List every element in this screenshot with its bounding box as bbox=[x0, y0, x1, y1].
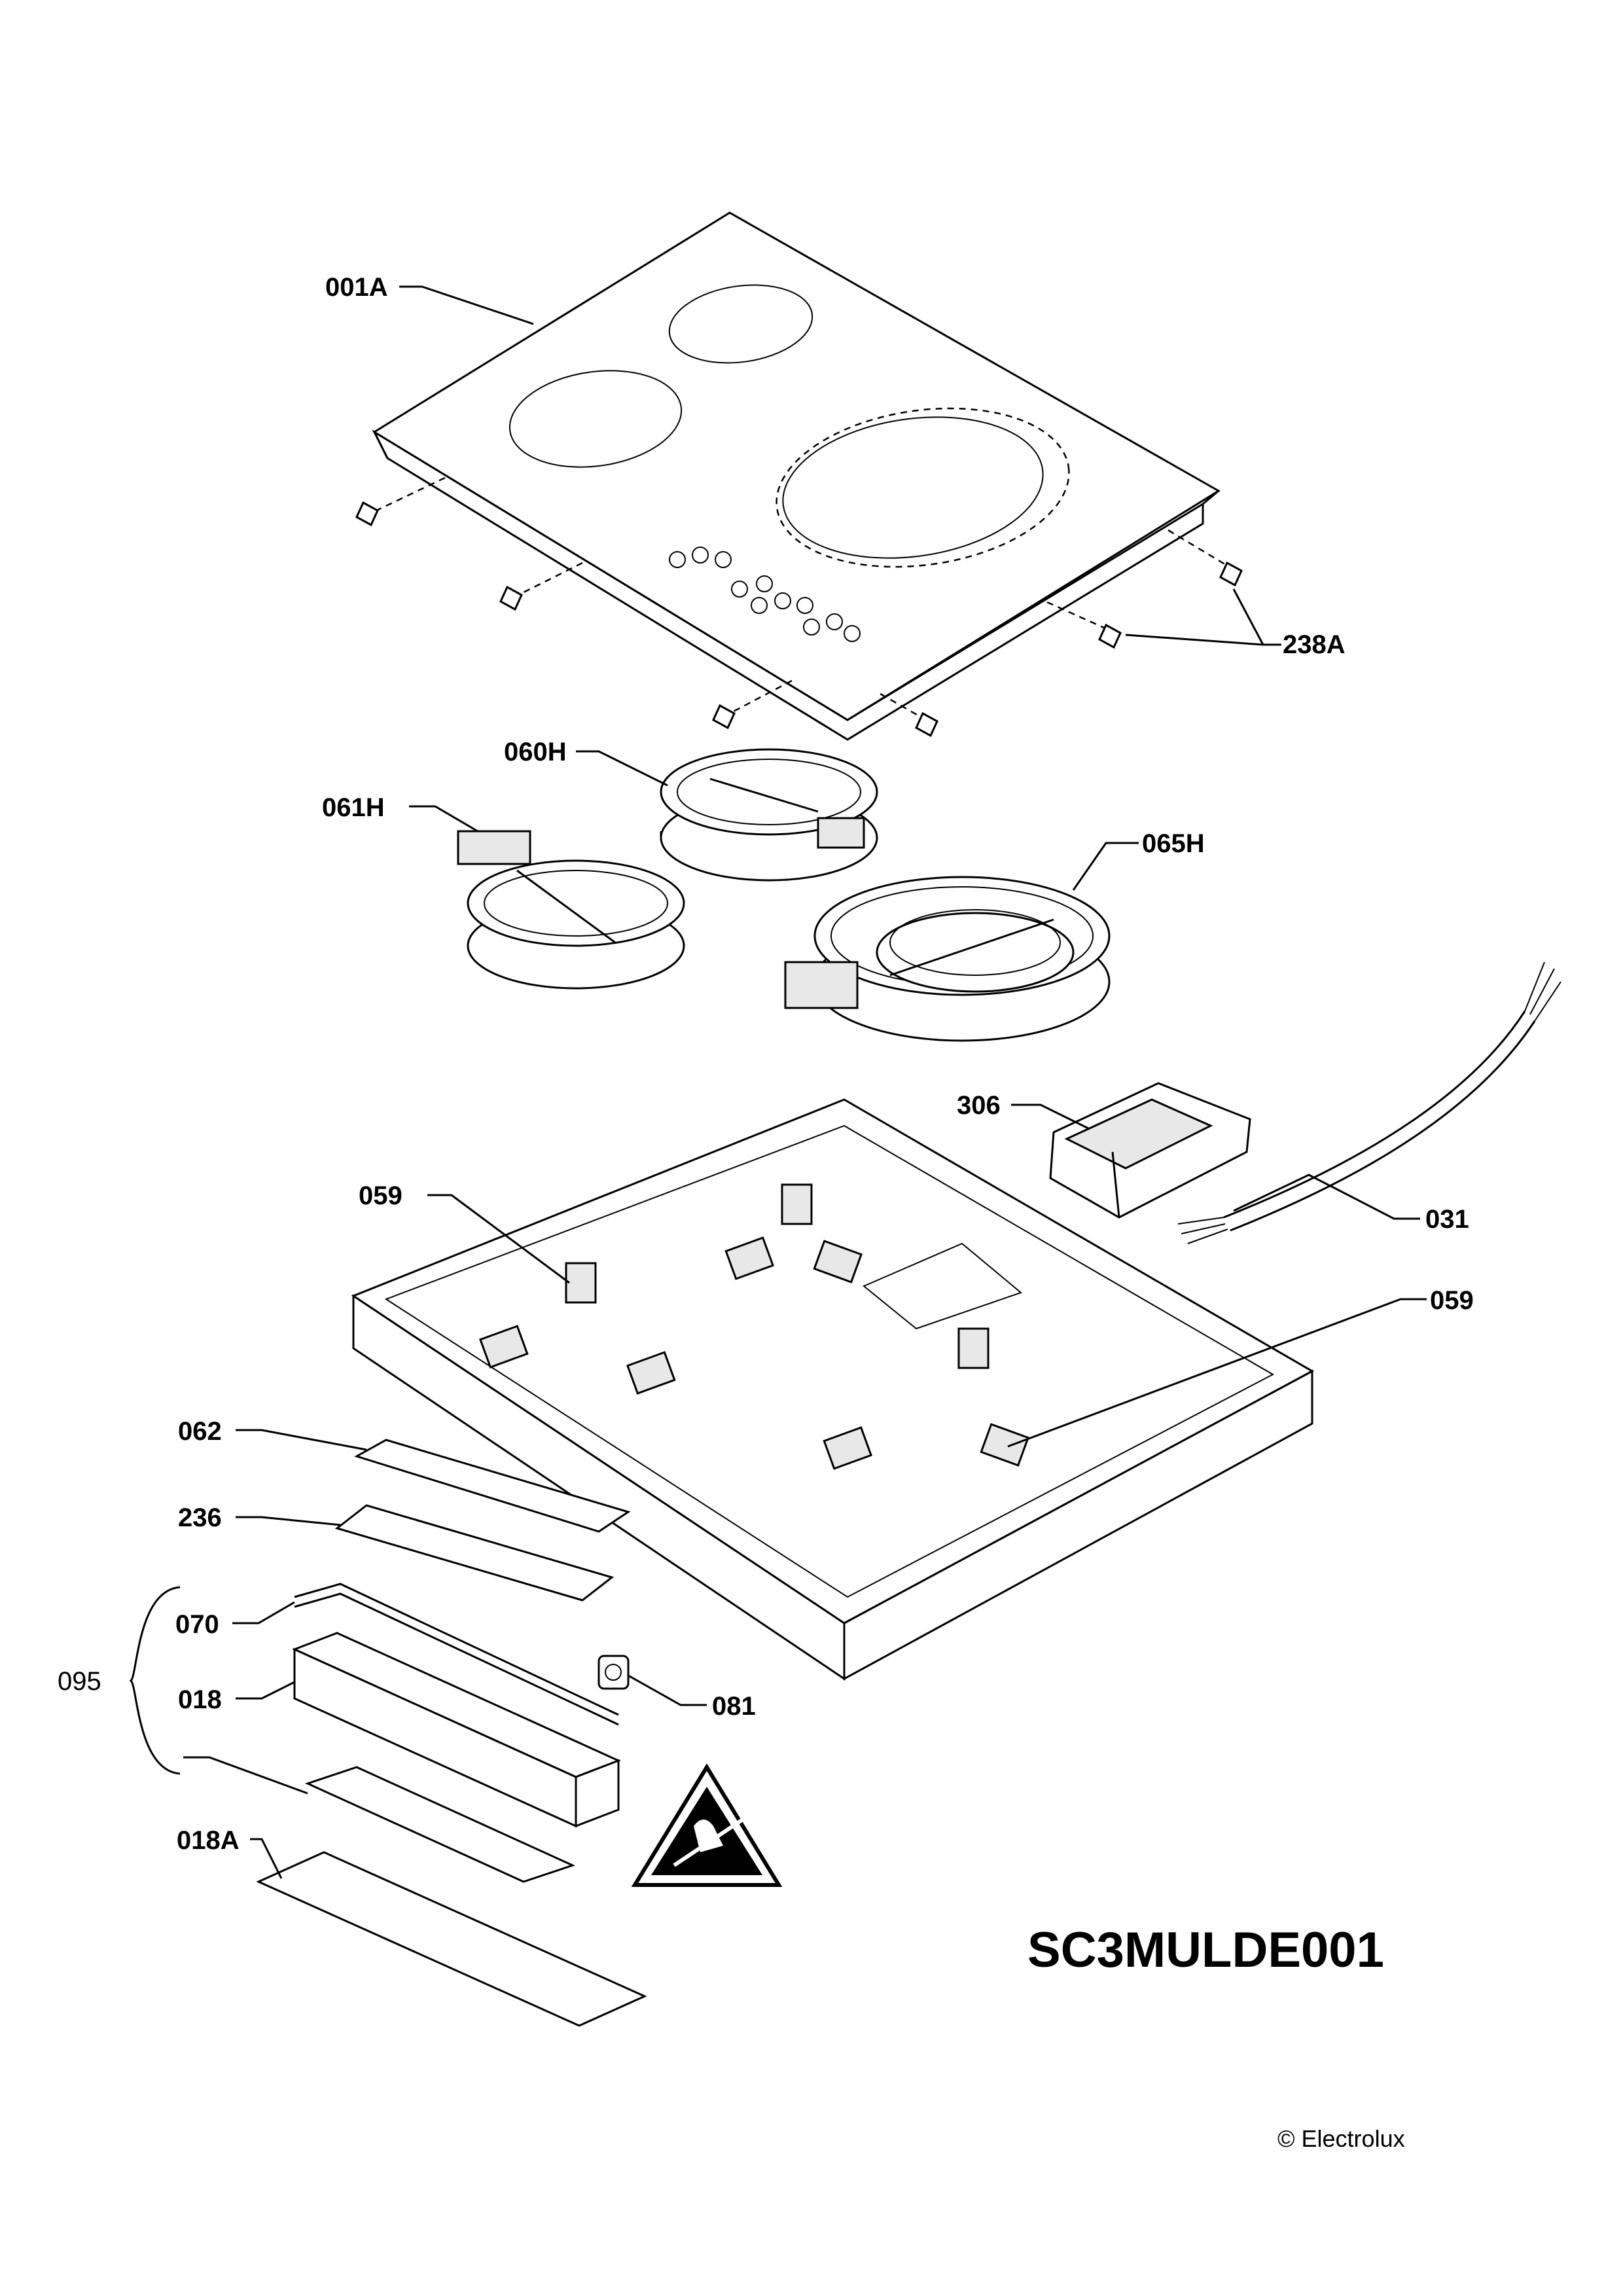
copyright-notice: © Electrolux bbox=[1277, 2125, 1405, 2152]
heating-element-065H bbox=[784, 876, 1111, 1042]
label-031: 031 bbox=[1425, 1205, 1469, 1234]
label-059-right: 059 bbox=[1430, 1286, 1474, 1315]
housing-018 bbox=[292, 1632, 621, 1828]
label-238A: 238A bbox=[1283, 630, 1346, 659]
touch-controls bbox=[669, 547, 861, 642]
power-cable-031 bbox=[1177, 961, 1561, 1244]
label-018A: 018A bbox=[177, 1826, 240, 1855]
cover-plate bbox=[304, 1766, 576, 1883]
terminal-block-306 bbox=[1049, 1082, 1251, 1219]
label-236: 236 bbox=[178, 1503, 222, 1532]
spacer-081 bbox=[597, 1655, 630, 1690]
leader-lines bbox=[129, 285, 1427, 1879]
base-tray bbox=[351, 1098, 1315, 1681]
label-060H: 060H bbox=[504, 738, 567, 766]
control-board-062 bbox=[354, 1439, 631, 1533]
label-059-left: 059 bbox=[359, 1181, 402, 1210]
label-061H: 061H bbox=[322, 793, 385, 822]
label-095: 095 bbox=[58, 1667, 101, 1696]
brackets-059 bbox=[479, 1183, 1029, 1470]
seal-070 bbox=[294, 1583, 619, 1726]
label-018: 018 bbox=[178, 1685, 222, 1714]
label-306: 306 bbox=[957, 1091, 1001, 1120]
label-065H: 065H bbox=[1142, 829, 1205, 858]
keyboard-support-236 bbox=[334, 1504, 615, 1602]
label-070: 070 bbox=[175, 1610, 219, 1639]
heating-element-060H bbox=[660, 748, 878, 882]
screws-238A bbox=[355, 476, 1243, 738]
glass-ceramic-top-001A bbox=[372, 211, 1221, 741]
bottom-plate-018A bbox=[256, 1851, 647, 2027]
esd-warning-icon bbox=[631, 1763, 783, 1887]
label-081: 081 bbox=[712, 1692, 756, 1721]
label-001A: 001A bbox=[325, 273, 388, 302]
label-062: 062 bbox=[178, 1417, 222, 1446]
heating-element-061H bbox=[457, 830, 685, 990]
diagram-code: SC3MULDE001 bbox=[1027, 1922, 1384, 1978]
